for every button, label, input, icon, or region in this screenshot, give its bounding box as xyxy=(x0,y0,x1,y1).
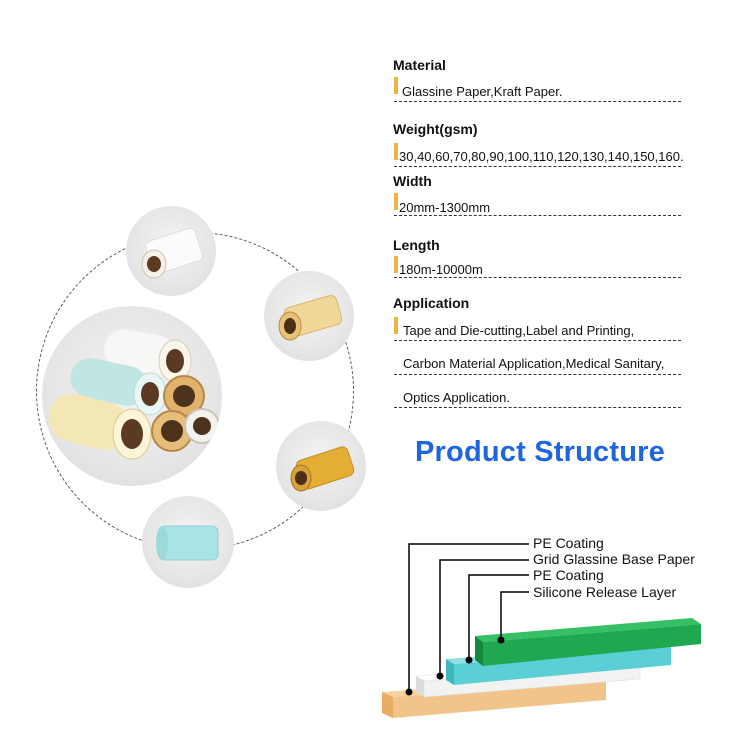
material-title: Material xyxy=(393,57,446,73)
application-bullet xyxy=(394,317,398,334)
white-roll-photo xyxy=(126,206,216,296)
divider xyxy=(394,277,681,278)
weight-bullet xyxy=(394,143,398,160)
weight-title: Weight(gsm) xyxy=(393,121,478,137)
application-line: Optics Application. xyxy=(403,390,510,405)
divider xyxy=(394,215,681,216)
leader-lines xyxy=(408,543,529,692)
length-title: Length xyxy=(393,237,440,253)
product-structure-heading: Product Structure xyxy=(415,436,665,468)
application-title: Application xyxy=(393,295,470,311)
divider xyxy=(394,340,681,341)
application-line: Tape and Die-cutting,Label and Printing, xyxy=(403,323,635,338)
silicone-release-layer xyxy=(475,618,701,666)
layer-label-silicone-release: Silicone Release Layer xyxy=(533,584,677,600)
material-value: Glassine Paper,Kraft Paper. xyxy=(402,84,563,99)
divider xyxy=(394,407,681,408)
layer-label-pe-coating: PE Coating xyxy=(533,535,604,551)
kraft-roll-photo xyxy=(264,271,354,361)
divider xyxy=(394,101,681,102)
divider xyxy=(394,166,681,167)
leader-dots xyxy=(405,636,505,696)
width-bullet xyxy=(394,193,398,210)
roll-cluster-photo xyxy=(42,306,222,486)
divider xyxy=(394,374,681,375)
application-line: Carbon Material Application,Medical Sani… xyxy=(403,356,665,371)
product-photo-collage xyxy=(0,0,370,620)
width-title: Width xyxy=(393,173,432,189)
layer-label-pe-coating-2: PE Coating xyxy=(533,567,604,583)
length-value: 180m-10000m xyxy=(399,262,483,277)
width-value: 20mm-1300mm xyxy=(399,200,491,215)
length-bullet xyxy=(394,256,398,273)
yellow-roll-photo xyxy=(276,421,366,511)
blue-roll-photo xyxy=(142,496,234,588)
layer-label-glassine-base: Grid Glassine Base Paper xyxy=(533,551,695,567)
material-bullet xyxy=(394,77,398,94)
weight-value: 30,40,60,70,80,90,100,110,120,130,140,15… xyxy=(399,149,684,164)
